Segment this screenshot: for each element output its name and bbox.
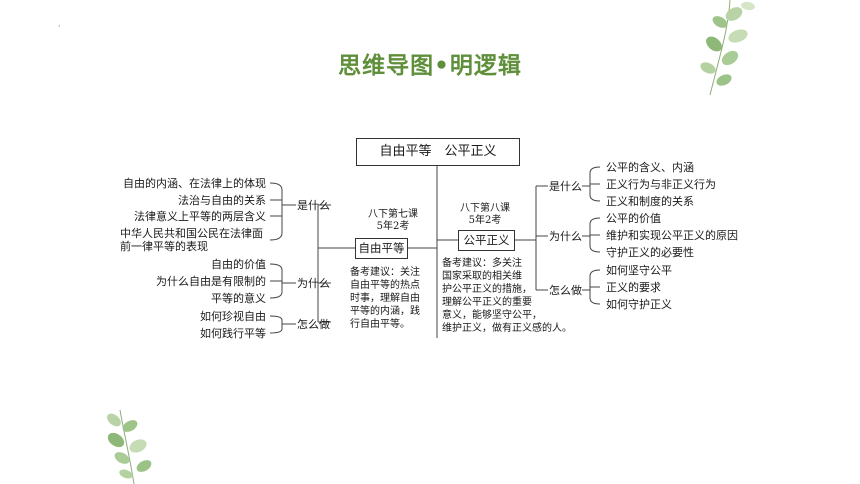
left-item: 为什么自由是有限制的 [156, 275, 266, 288]
left-item: 自由的价值 [211, 258, 266, 271]
left-item: 如何珍视自由 [200, 310, 266, 323]
left-group-label-what: 是什么 [297, 199, 330, 212]
right-item: 守护正义的必要性 [606, 246, 694, 259]
central-topic-box: 自由平等 公平正义 [356, 138, 520, 166]
right-item: 公平的含义、内涵 [606, 161, 694, 174]
advice-line: 意义，能够坚守公平， [442, 310, 542, 321]
advice-line: 平等的内涵，践 [350, 306, 420, 317]
right-group-label-why: 为什么 [549, 230, 582, 243]
right-item: 正义和制度的关系 [606, 195, 694, 208]
right-group-label-how: 怎么做 [549, 284, 582, 297]
page-title: 思维导图•明逻辑 [338, 53, 522, 79]
leaf-decoration-bottom-left [107, 409, 152, 484]
advice-line: 自由平等的热点 [350, 280, 420, 291]
right-item: 正义行为与非正义行为 [606, 178, 716, 191]
corner-marker: · [58, 22, 61, 31]
left-item: 前一律平等的表现 [120, 240, 208, 253]
left-item: 法治与自由的关系 [178, 194, 266, 207]
right-advice: 备考建议：多关注 国家采取的相关维 护公平正义的措施， 理解公平正义的重要 意义… [442, 257, 572, 335]
right-item: 如何守护正义 [606, 298, 672, 311]
left-group-label-how: 怎么做 [297, 318, 330, 331]
right-unit-box: 公平正义 [458, 230, 515, 251]
advice-line: 时事，理解自由 [350, 293, 420, 304]
advice-line: 护公平正义的措施， [442, 284, 532, 295]
left-unit-box: 自由平等 [355, 238, 408, 259]
advice-line: 行自由平等。 [350, 319, 410, 330]
left-item: 如何践行平等 [200, 327, 266, 340]
right-item: 维护和实现公平正义的原因 [606, 229, 738, 242]
advice-line: 备考建议：多关注 [442, 258, 522, 269]
advice-line: 理解公平正义的重要 [442, 297, 532, 308]
left-advice: 备考建议：关注 自由平等的热点 时事，理解自由 平等的内涵，践 行自由平等。 [350, 266, 420, 331]
right-course-label: 八下第八课 [460, 203, 510, 214]
left-item: 平等的意义 [211, 292, 266, 305]
left-item: 法律意义上平等的两层含义 [134, 210, 266, 223]
right-item: 正义的要求 [606, 281, 661, 294]
left-group-label-why: 为什么 [297, 277, 330, 290]
right-item: 如何坚守公平 [606, 264, 672, 277]
left-course-label: 八下第七课 [368, 209, 418, 220]
right-item: 公平的价值 [606, 212, 661, 225]
right-exam-count: 5年2考 [468, 215, 502, 226]
left-exam-count: 5年2考 [376, 221, 410, 232]
advice-line: 备考建议：关注 [350, 267, 420, 278]
right-group-label-what: 是什么 [549, 180, 582, 193]
left-item: 中华人民共和国公民在法律面 [120, 227, 263, 240]
leaf-decoration-top-right [700, 0, 755, 96]
left-item: 自由的内涵、在法律上的体现 [123, 177, 266, 190]
advice-line: 维护正义，做有正义感的人。 [442, 323, 572, 334]
advice-line: 国家采取的相关维 [442, 271, 522, 282]
